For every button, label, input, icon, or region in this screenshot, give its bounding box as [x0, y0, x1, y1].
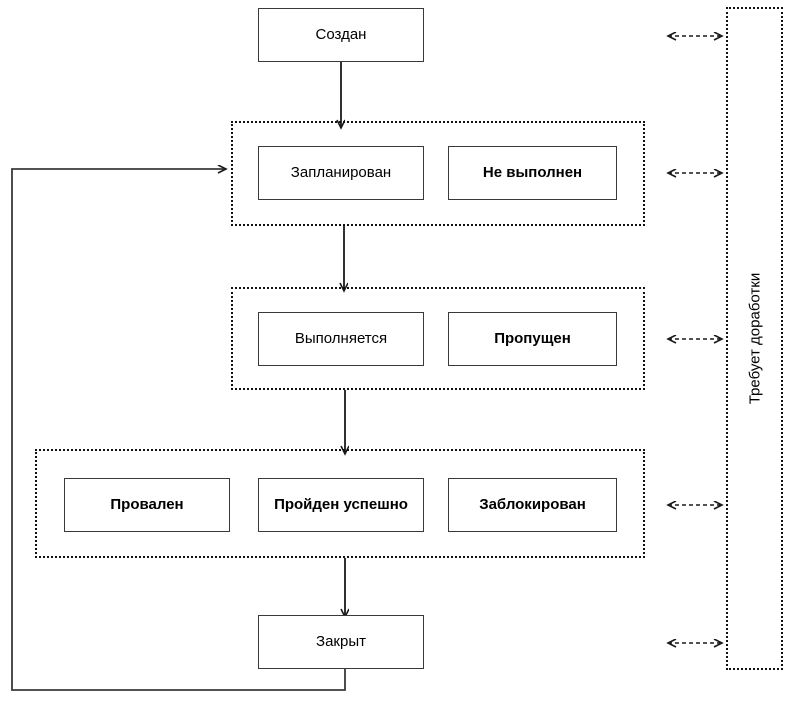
rework-panel[interactable]: Требует доработки: [726, 7, 783, 670]
state-label-planned: Запланирован: [290, 164, 392, 182]
state-label-in-progress: Выполняется: [294, 330, 388, 348]
state-box-created[interactable]: Создан: [258, 8, 424, 62]
state-label-not-executed: Не выполнен: [482, 164, 583, 182]
state-label-failed: Провален: [110, 496, 184, 514]
state-label-created: Создан: [315, 26, 367, 44]
edge-closed-to-planned-feedback: [11, 169, 346, 691]
state-box-blocked[interactable]: Заблокирован: [448, 478, 617, 532]
state-box-planned[interactable]: Запланирован: [258, 146, 424, 200]
group-progress: [231, 287, 645, 390]
state-box-skipped[interactable]: Пропущен: [448, 312, 617, 366]
state-box-closed[interactable]: Закрыт: [258, 615, 424, 669]
state-box-failed[interactable]: Провален: [64, 478, 230, 532]
state-label-skipped: Пропущен: [494, 330, 571, 348]
state-box-passed[interactable]: Пройден успешно: [258, 478, 424, 532]
group-results: [35, 449, 645, 558]
group-planned: [231, 121, 645, 226]
state-label-passed: Пройден успешно: [274, 496, 408, 514]
state-label-blocked: Заблокирован: [479, 496, 586, 514]
rework-panel-label: Требует доработки: [746, 272, 764, 405]
state-label-closed: Закрыт: [316, 633, 366, 651]
state-box-in-progress[interactable]: Выполняется: [258, 312, 424, 366]
rework-panel-label-wrap: Требует доработки: [728, 9, 781, 668]
state-box-not-executed[interactable]: Не выполнен: [448, 146, 617, 200]
